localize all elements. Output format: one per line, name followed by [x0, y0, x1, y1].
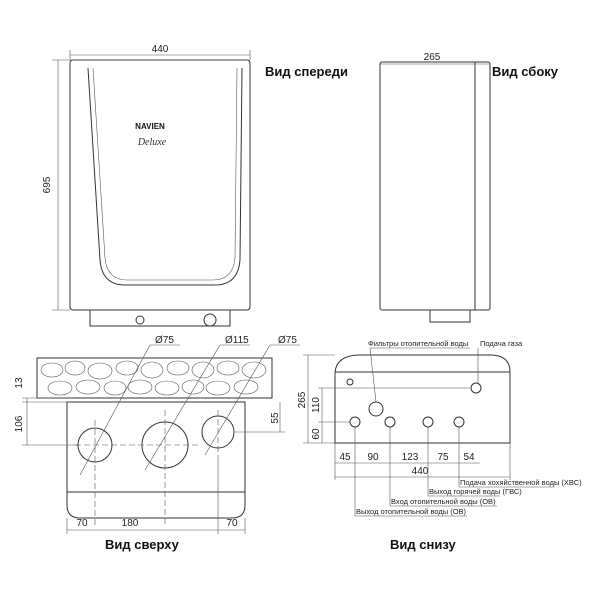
pipe-label-cold-water: Подача хохяйственной воды (ХВС) — [460, 478, 582, 487]
pipe-label-heating-out: Выход отопительной воды (ОВ) — [356, 507, 467, 516]
brand-logo: NAVIEN — [135, 122, 165, 131]
pipe-label-hot-water: Выход горячей воды (ГВС) — [429, 487, 522, 496]
diameter-left: Ø75 — [155, 335, 174, 346]
dim-54: 54 — [463, 452, 475, 463]
wall-gap-dim: 13 — [14, 377, 25, 389]
stone-wall-pattern — [40, 360, 267, 396]
top-view-title: Вид сверху — [105, 537, 180, 552]
bottom-view: Фильтры отопительной воды Подача газа 26… — [297, 339, 582, 552]
top-left-dim: 70 — [76, 518, 88, 529]
side-view-title: Вид сбоку — [492, 64, 559, 79]
diameter-right: Ø75 — [278, 335, 297, 346]
gas-height-dim: 110 — [311, 397, 322, 413]
filter-label: Фильтры отопительной воды — [368, 339, 468, 348]
right-depth-dim: 55 — [270, 412, 281, 424]
pipe-label-heating-in: Вход отопительной воды (ОВ) — [391, 497, 496, 506]
top-view: Ø75 Ø115 Ø75 13 106 55 70 180 70 Вид све… — [14, 335, 300, 552]
bottom-view-title: Вид снизу — [390, 537, 456, 552]
front-width-dim: 440 — [152, 44, 169, 55]
top-middle-dim: 180 — [122, 518, 139, 529]
diameter-center: Ø115 — [225, 335, 249, 346]
top-right-dim: 70 — [226, 518, 238, 529]
gas-label: Подача газа — [480, 339, 523, 348]
dim-90: 90 — [367, 452, 379, 463]
pipe-height-dim: 60 — [311, 428, 322, 440]
front-view: NAVIEN Deluxe 440 695 Вид спереди — [42, 44, 348, 327]
pipe-connections — [349, 382, 482, 428]
dim-123: 123 — [402, 452, 419, 463]
front-view-title: Вид спереди — [265, 64, 348, 79]
side-depth-dim: 265 — [424, 52, 441, 63]
side-view: 265 Вид сбоку — [379, 52, 559, 323]
bottom-total-dim: 440 — [412, 466, 429, 477]
model-logo: Deluxe — [137, 137, 167, 148]
dim-45: 45 — [339, 452, 351, 463]
front-height-dim: 695 — [42, 176, 53, 193]
dim-75: 75 — [437, 452, 449, 463]
bottom-height-dim: 265 — [297, 391, 308, 408]
center-depth-dim: 106 — [14, 415, 25, 432]
